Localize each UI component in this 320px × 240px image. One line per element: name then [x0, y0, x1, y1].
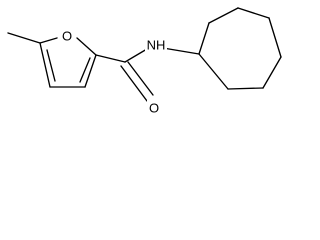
methyl-bond	[7, 32, 41, 44]
cycloheptane-bond-3	[237, 7, 270, 19]
carbonyl-oxygen-mask	[147, 100, 161, 118]
bond-carbonyl-carbon-n	[124, 48, 148, 63]
furan-bond-o1-c2	[76, 37, 97, 56]
furan-bond-c5-o1	[39, 37, 58, 44]
chemical-structure-diagram: O NH O	[7, 7, 282, 118]
cycloheptane-bond-4	[268, 17, 282, 58]
bond-c2-carbonyl-carbon	[95, 54, 126, 63]
furan-bond-c4-c5	[39, 42, 51, 88]
ring-oxygen-mask	[61, 28, 75, 46]
cycloheptane-bond-5	[262, 56, 282, 89]
ring-oxygen-label: O	[62, 28, 72, 43]
carbonyl-double-bond-left	[120, 65, 148, 102]
cycloheptane-bond-1	[198, 22, 210, 55]
carbonyl-oxygen-label: O	[149, 100, 159, 115]
cycloheptane-bond-7	[198, 53, 229, 90]
carbonyl-double-bond-right	[127, 61, 154, 96]
furan-double-bond-inner-c2-c3	[79, 57, 91, 83]
cycloheptane-bond-2	[208, 7, 239, 24]
cycloheptane-bond-6	[227, 87, 264, 90]
furan-bond-c2-c3	[84, 54, 97, 88]
molecule-canvas: O NH O	[0, 0, 288, 126]
amide-nitrogen-mask	[145, 38, 167, 56]
bond-n-cycloheptyl	[162, 47, 200, 55]
furan-double-bond-inner-c4-c5	[46, 49, 56, 82]
amide-nitrogen-label: NH	[147, 37, 166, 52]
